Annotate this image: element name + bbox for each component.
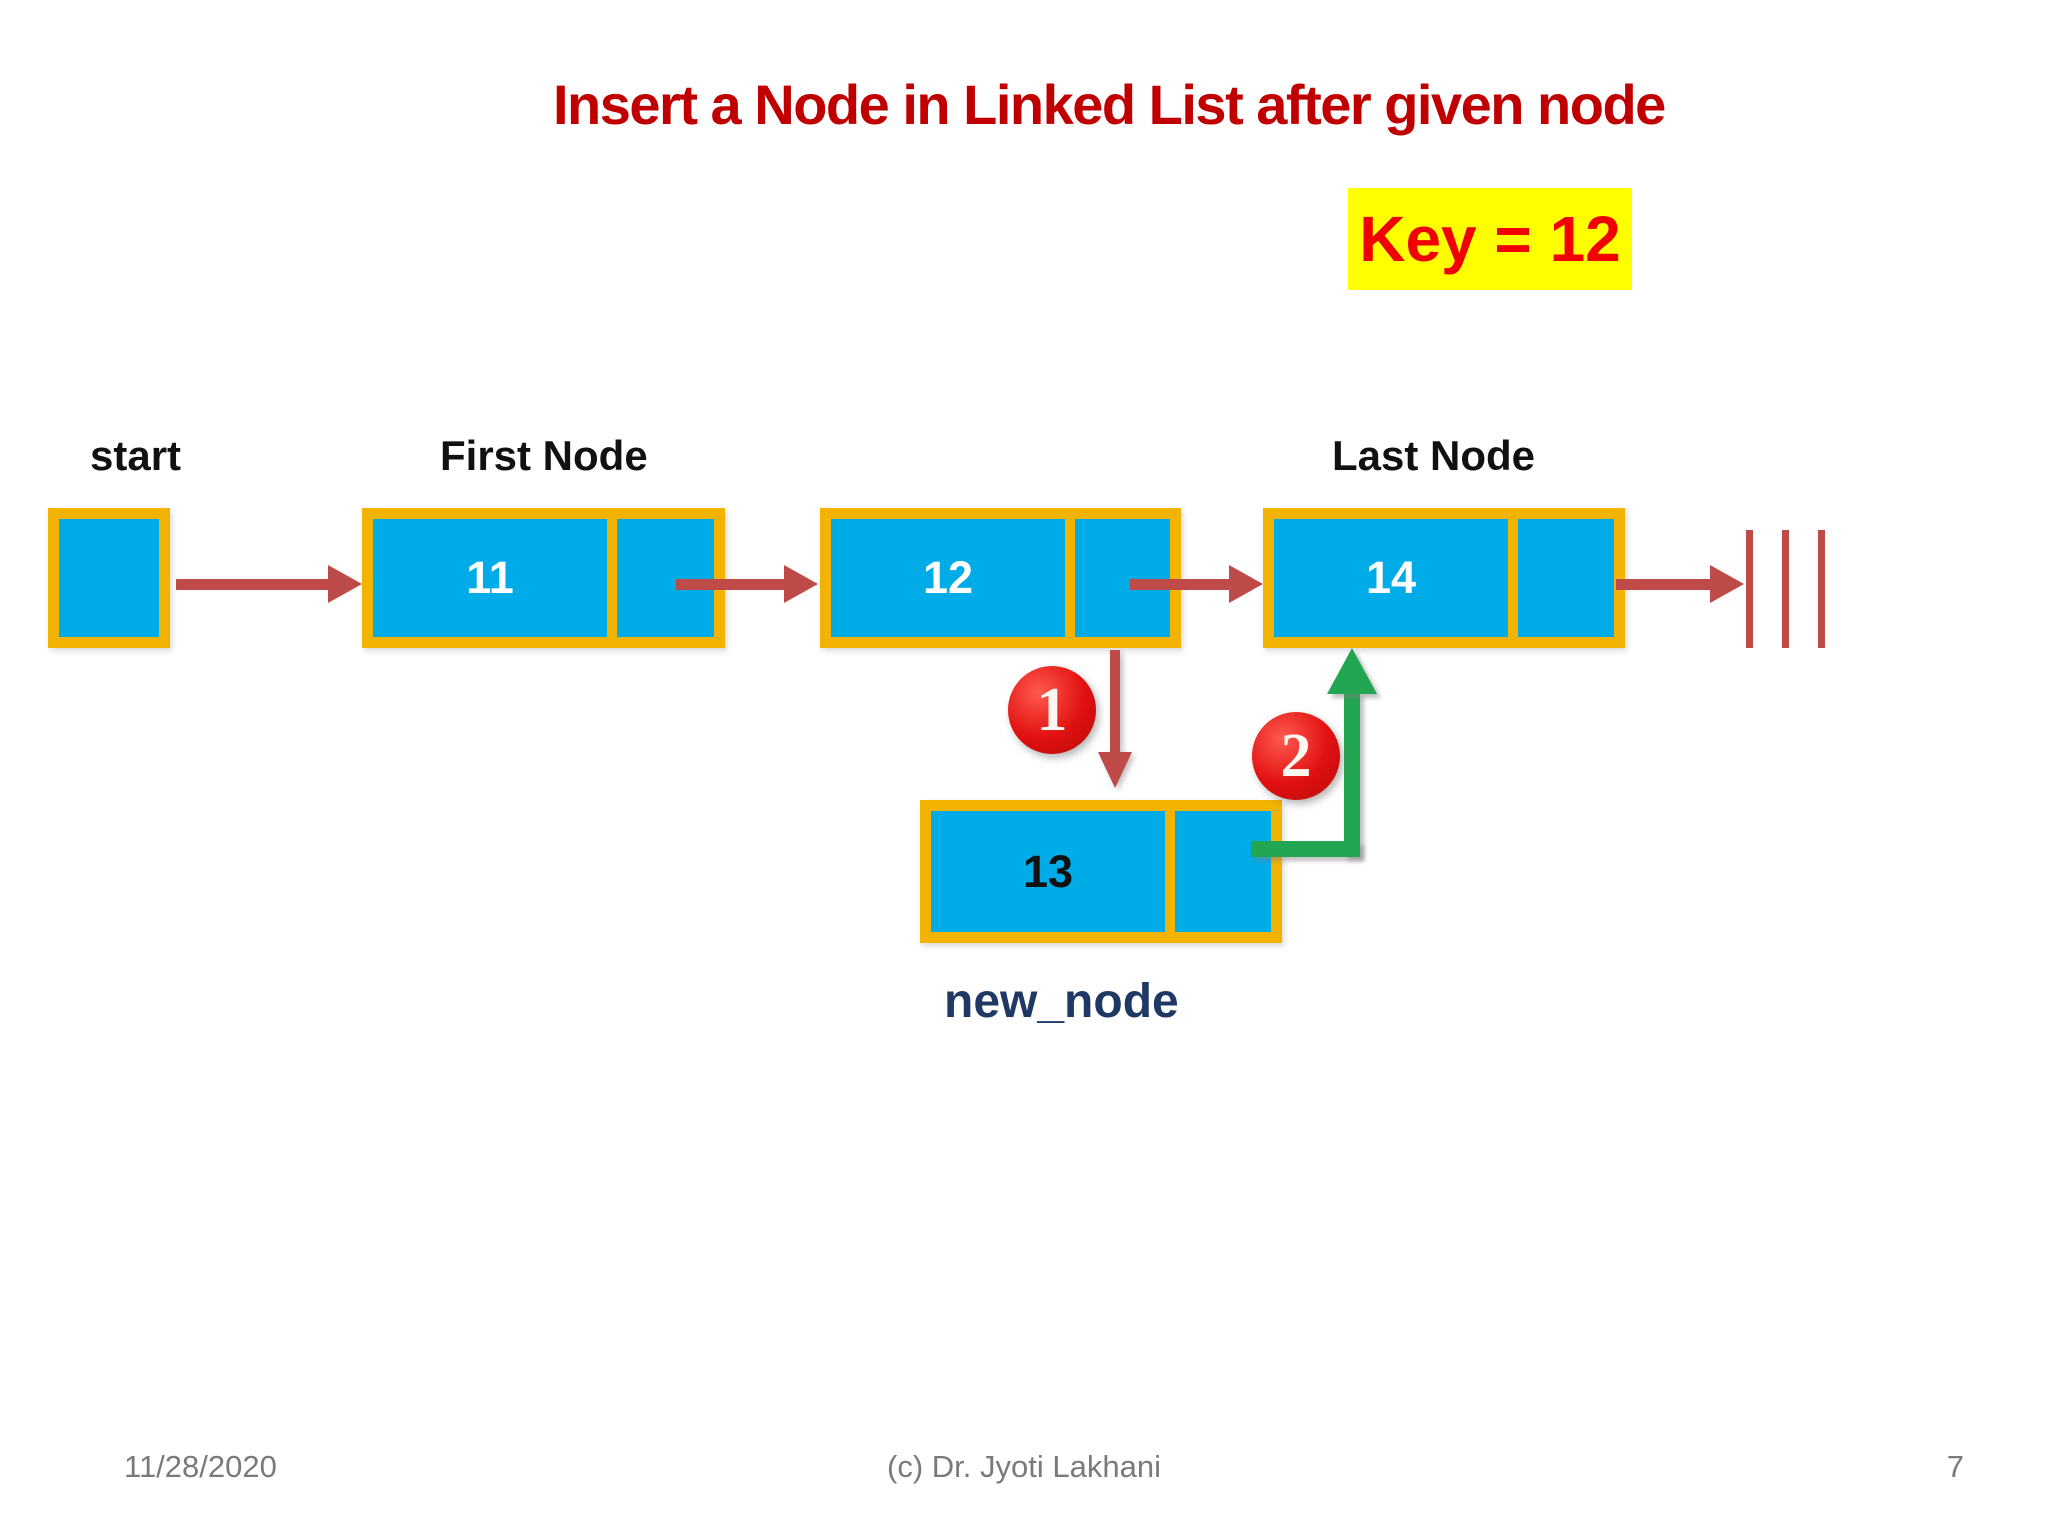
- footer-page-number: 7: [1946, 1449, 1964, 1484]
- step-1-badge: 1: [1008, 666, 1096, 754]
- arrow-new-to-last-head-icon: [1327, 648, 1377, 694]
- node-given-divider: [1065, 519, 1075, 637]
- arrow-first-to-given-head-icon: [784, 565, 818, 603]
- key-badge: Key = 12: [1348, 188, 1632, 290]
- node-last: 14: [1263, 508, 1625, 648]
- node-first-value: 11: [373, 519, 607, 637]
- node-first: 11: [362, 508, 725, 648]
- null-terminator-bar: [1782, 530, 1789, 648]
- arrow-last-to-null-head-icon: [1710, 565, 1744, 603]
- last-node-label: Last Node: [1332, 432, 1536, 479]
- arrow-given-to-new-shaft: [1110, 650, 1120, 752]
- footer-copyright: (c) Dr. Jyoti Lakhani: [887, 1449, 1161, 1484]
- null-terminator-bar: [1818, 530, 1825, 648]
- null-terminator-bar: [1746, 530, 1753, 648]
- step-2-badge: 2: [1252, 712, 1340, 800]
- new-node-label: new_node: [944, 975, 1179, 1028]
- start-label: start: [90, 432, 182, 479]
- node-new-value: 13: [931, 811, 1165, 932]
- arrow-last-to-null-shaft: [1616, 579, 1712, 590]
- node-given-pointer-cell: [1075, 519, 1170, 637]
- arrow-given-to-last-shaft: [1130, 579, 1230, 590]
- node-new-divider: [1165, 811, 1175, 932]
- node-last-pointer-cell: [1518, 519, 1614, 637]
- start-pointer-box: [48, 508, 170, 648]
- node-given: 12: [820, 508, 1181, 648]
- node-new: 13: [920, 800, 1282, 943]
- node-last-divider: [1508, 519, 1518, 637]
- footer-date: 11/28/2020: [124, 1449, 277, 1484]
- arrow-given-to-new-head-icon: [1098, 752, 1132, 788]
- node-new-pointer-cell: [1175, 811, 1271, 932]
- slide-title: Insert a Node in Linked List after given…: [553, 73, 1666, 136]
- first-node-label: First Node: [440, 432, 648, 479]
- arrow-first-to-given-shaft: [676, 579, 786, 590]
- node-first-divider: [607, 519, 617, 637]
- node-given-value: 12: [831, 519, 1065, 637]
- node-first-pointer-cell: [617, 519, 714, 637]
- arrow-new-to-last-vertical-segment: [1344, 692, 1360, 857]
- arrow-start-to-first-shaft: [176, 579, 328, 590]
- arrow-new-to-last-horizontal-segment: [1251, 841, 1360, 857]
- arrow-given-to-last-head-icon: [1229, 565, 1263, 603]
- node-last-value: 14: [1274, 519, 1508, 637]
- arrow-start-to-first-head-icon: [328, 565, 362, 603]
